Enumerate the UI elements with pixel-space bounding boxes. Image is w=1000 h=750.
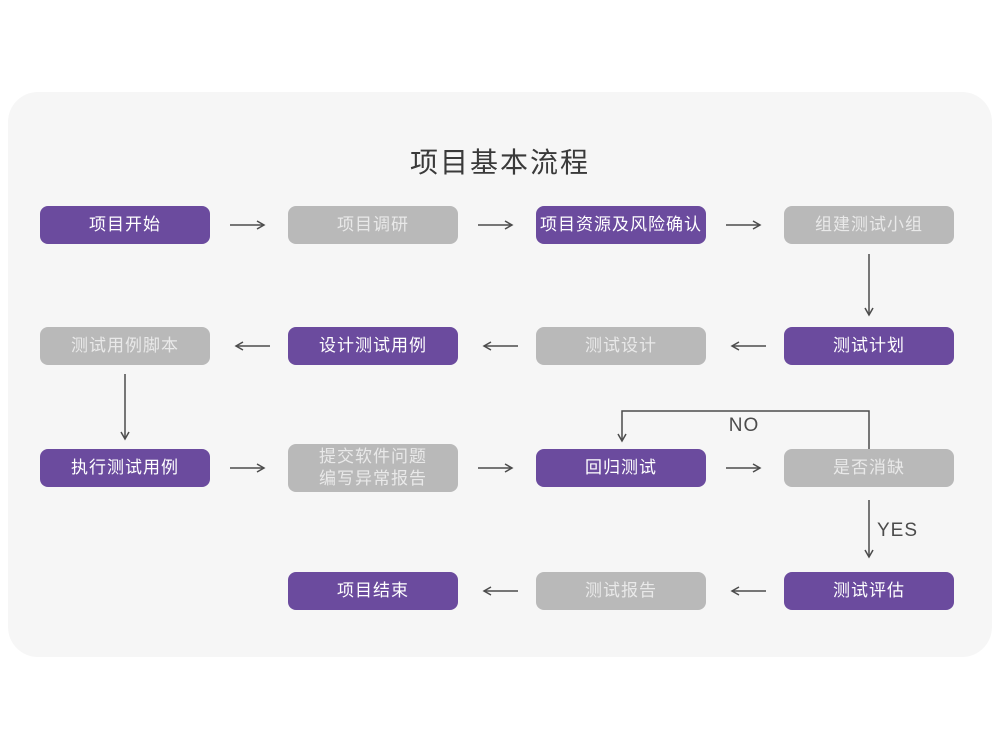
edge-label-no: NO bbox=[728, 415, 760, 436]
node-defect-cleared-decision: 是否消缺 bbox=[784, 449, 954, 487]
diagram-title: 项目基本流程 bbox=[409, 147, 590, 178]
node-execute-test-case: 执行测试用例 bbox=[40, 449, 210, 487]
node-design-test-case: 设计测试用例 bbox=[288, 327, 458, 365]
node-test-plan: 测试计划 bbox=[784, 327, 954, 365]
node-project-research: 项目调研 bbox=[288, 206, 458, 244]
edge-label-yes: YES bbox=[877, 520, 919, 541]
node-test-report: 测试报告 bbox=[536, 572, 706, 610]
node-test-evaluation: 测试评估 bbox=[784, 572, 954, 610]
node-build-test-team: 组建测试小组 bbox=[784, 206, 954, 244]
node-test-design: 测试设计 bbox=[536, 327, 706, 365]
node-test-case-script: 测试用例脚本 bbox=[40, 327, 210, 365]
node-submit-issue-write-report: 提交软件问题 编写异常报告 bbox=[288, 444, 458, 492]
node-project-end: 项目结束 bbox=[288, 572, 458, 610]
node-project-start: 项目开始 bbox=[40, 206, 210, 244]
node-regression-test: 回归测试 bbox=[536, 449, 706, 487]
node-project-resources-risk-confirm: 项目资源及风险确认 bbox=[536, 206, 706, 244]
flowchart-card bbox=[8, 92, 992, 657]
